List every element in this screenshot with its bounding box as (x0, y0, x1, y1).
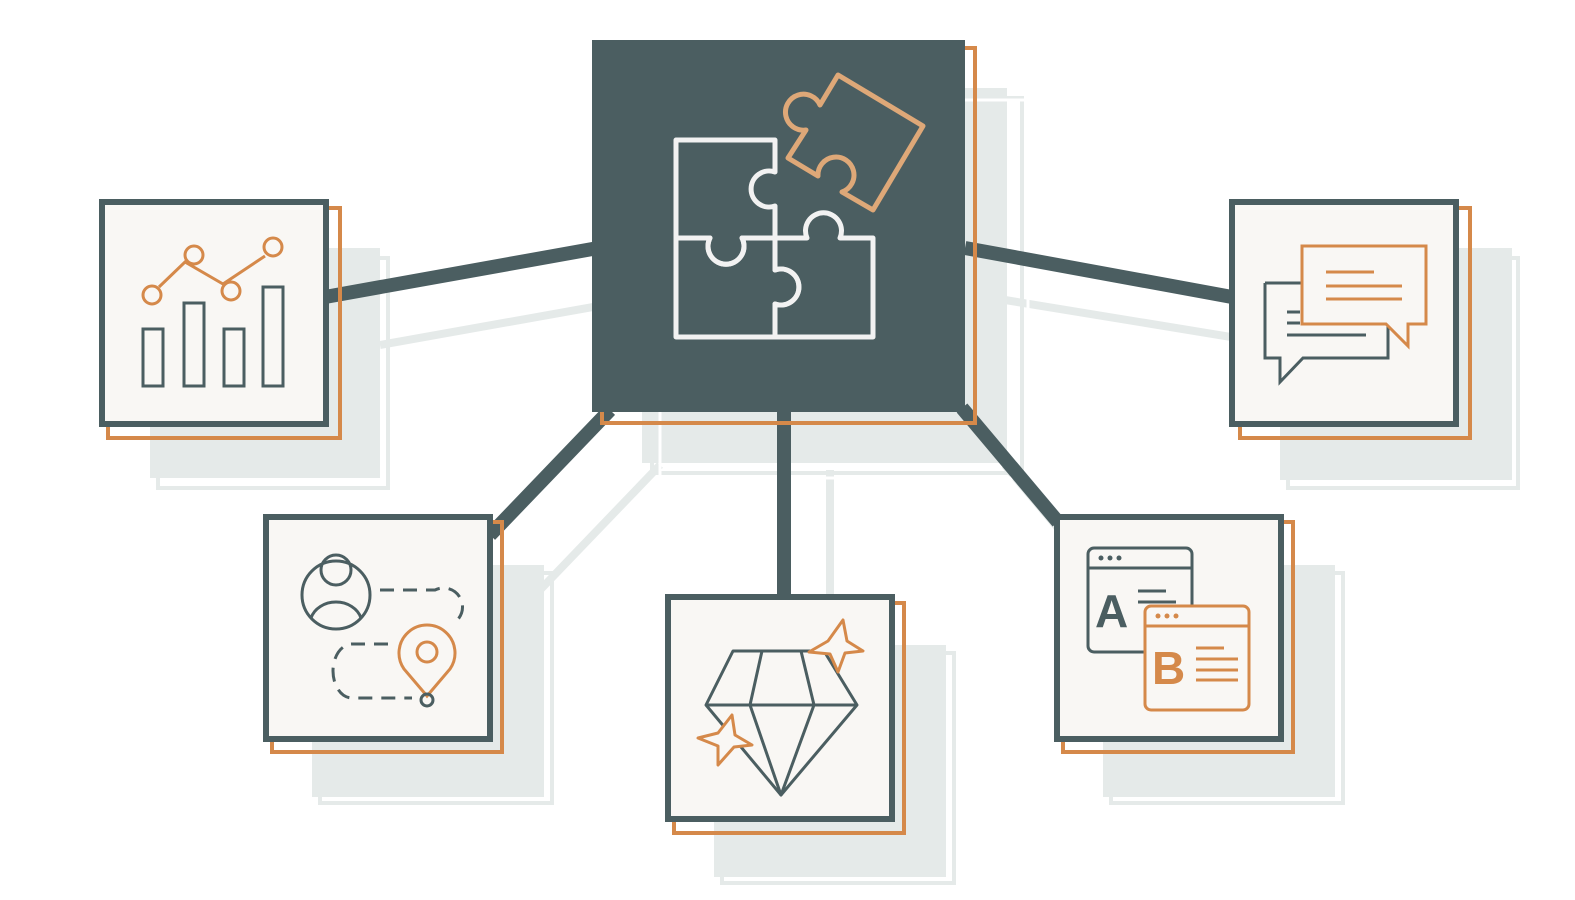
connector-communication (963, 241, 1234, 304)
variant-a-label: A (1095, 585, 1128, 637)
card-value (665, 594, 906, 835)
variant-b-label: B (1152, 642, 1185, 694)
connector-analytics (323, 241, 600, 304)
card-analytics (99, 199, 342, 440)
card-customer-journey (263, 514, 504, 754)
diamond-sparkle-icon (696, 618, 865, 797)
connector-journey (484, 405, 616, 540)
connector-ab (956, 403, 1064, 527)
ab-test-windows-icon: A B (1086, 546, 1251, 712)
hub-node (592, 40, 977, 425)
card-ab-testing: A B (1054, 514, 1295, 754)
user-route-map-pin-icon (300, 553, 465, 708)
chat-bubbles-icon (1263, 244, 1428, 386)
puzzle-pieces-icon (673, 72, 926, 340)
connector-lines (323, 241, 1234, 600)
bar-line-chart-icon (141, 236, 285, 388)
card-communication (1229, 199, 1472, 440)
